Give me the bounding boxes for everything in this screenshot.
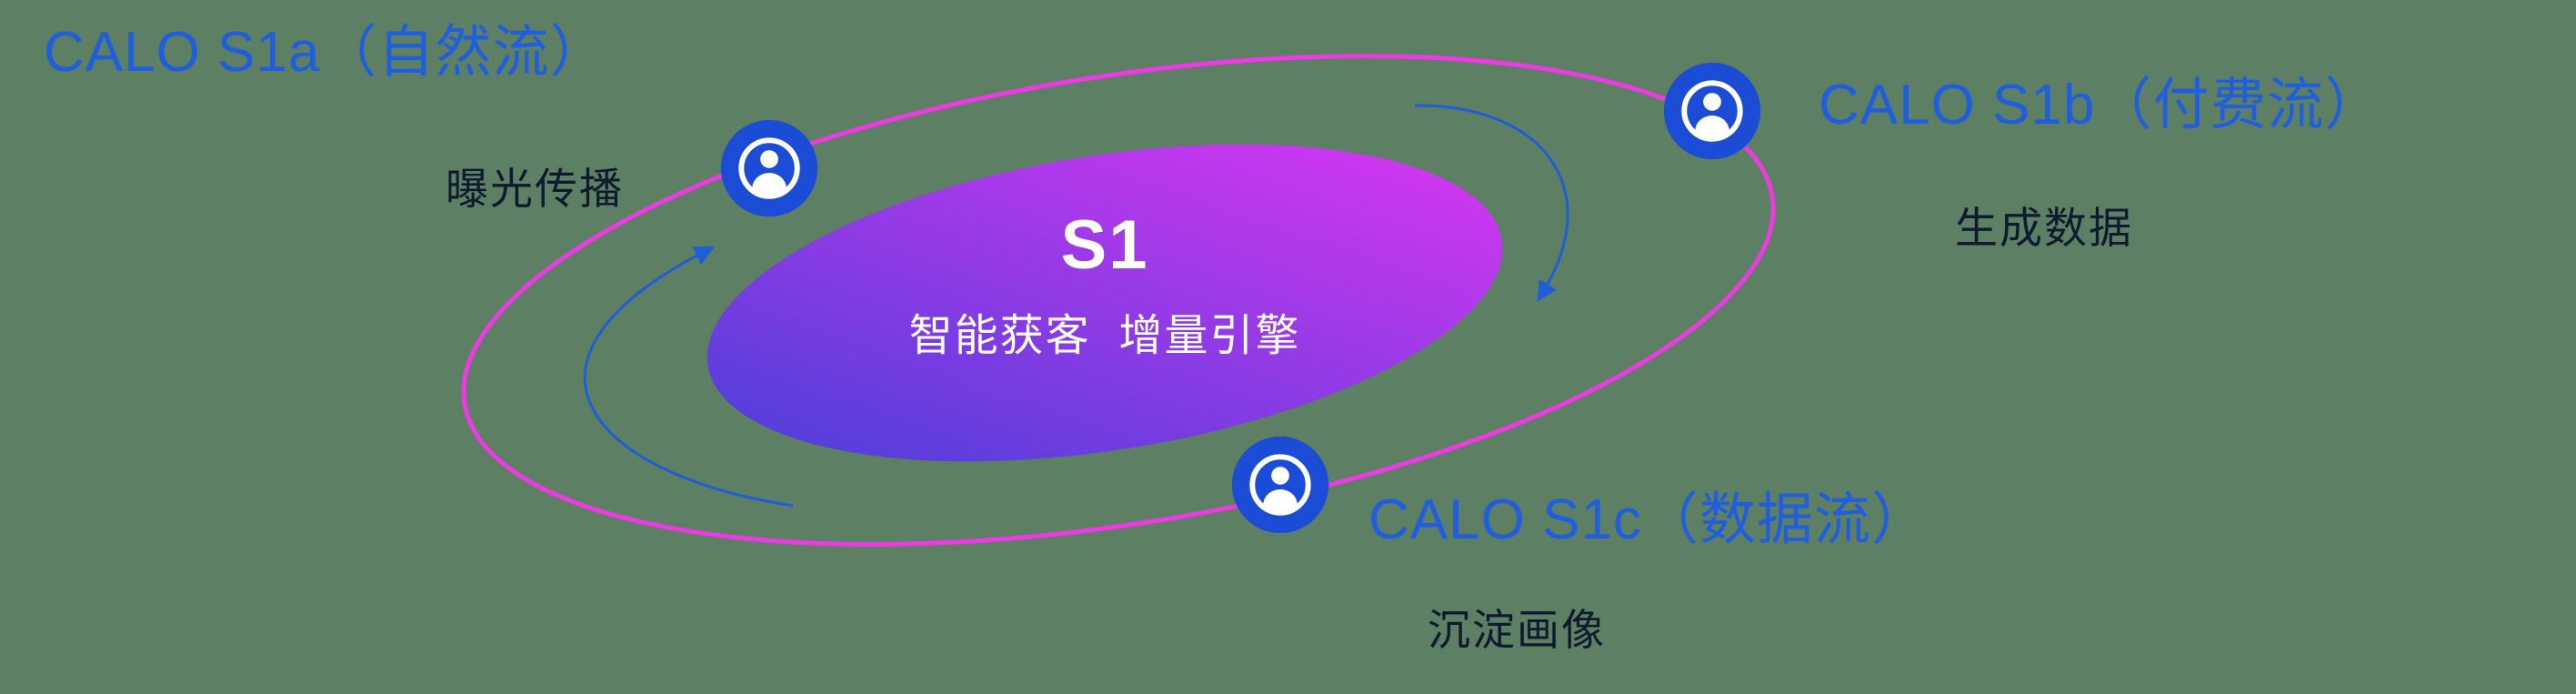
node-s1b — [1662, 61, 1762, 161]
flow-arrow-left — [583, 246, 794, 508]
flow-arrow-right — [1414, 104, 1569, 302]
node-s1c — [1230, 435, 1330, 535]
label-s1a-subtitle: 曝光传播 — [446, 165, 624, 213]
core-subtitle: 智能获客 增量引擎 — [908, 312, 1301, 360]
label-s1a-title: CALO S1a（自然流） — [44, 21, 607, 84]
user-icon — [720, 119, 818, 217]
orbit-ring — [461, 54, 1776, 547]
node-s1a — [719, 118, 819, 218]
core-label: S1 智能获客 增量引擎 — [909, 206, 1301, 363]
core-gradient-ellipse — [707, 144, 1503, 462]
label-s1c-title: CALO S1c（数据流） — [1368, 488, 1929, 551]
user-icon — [1663, 62, 1761, 160]
label-s1b-title: CALO S1b（付费流） — [1819, 74, 2382, 136]
core-title: S1 — [1060, 206, 1149, 284]
label-s1b-subtitle: 生成数据 — [1955, 204, 2133, 252]
user-icon — [1231, 436, 1329, 534]
label-s1c-subtitle: 沉淀画像 — [1428, 606, 1606, 654]
